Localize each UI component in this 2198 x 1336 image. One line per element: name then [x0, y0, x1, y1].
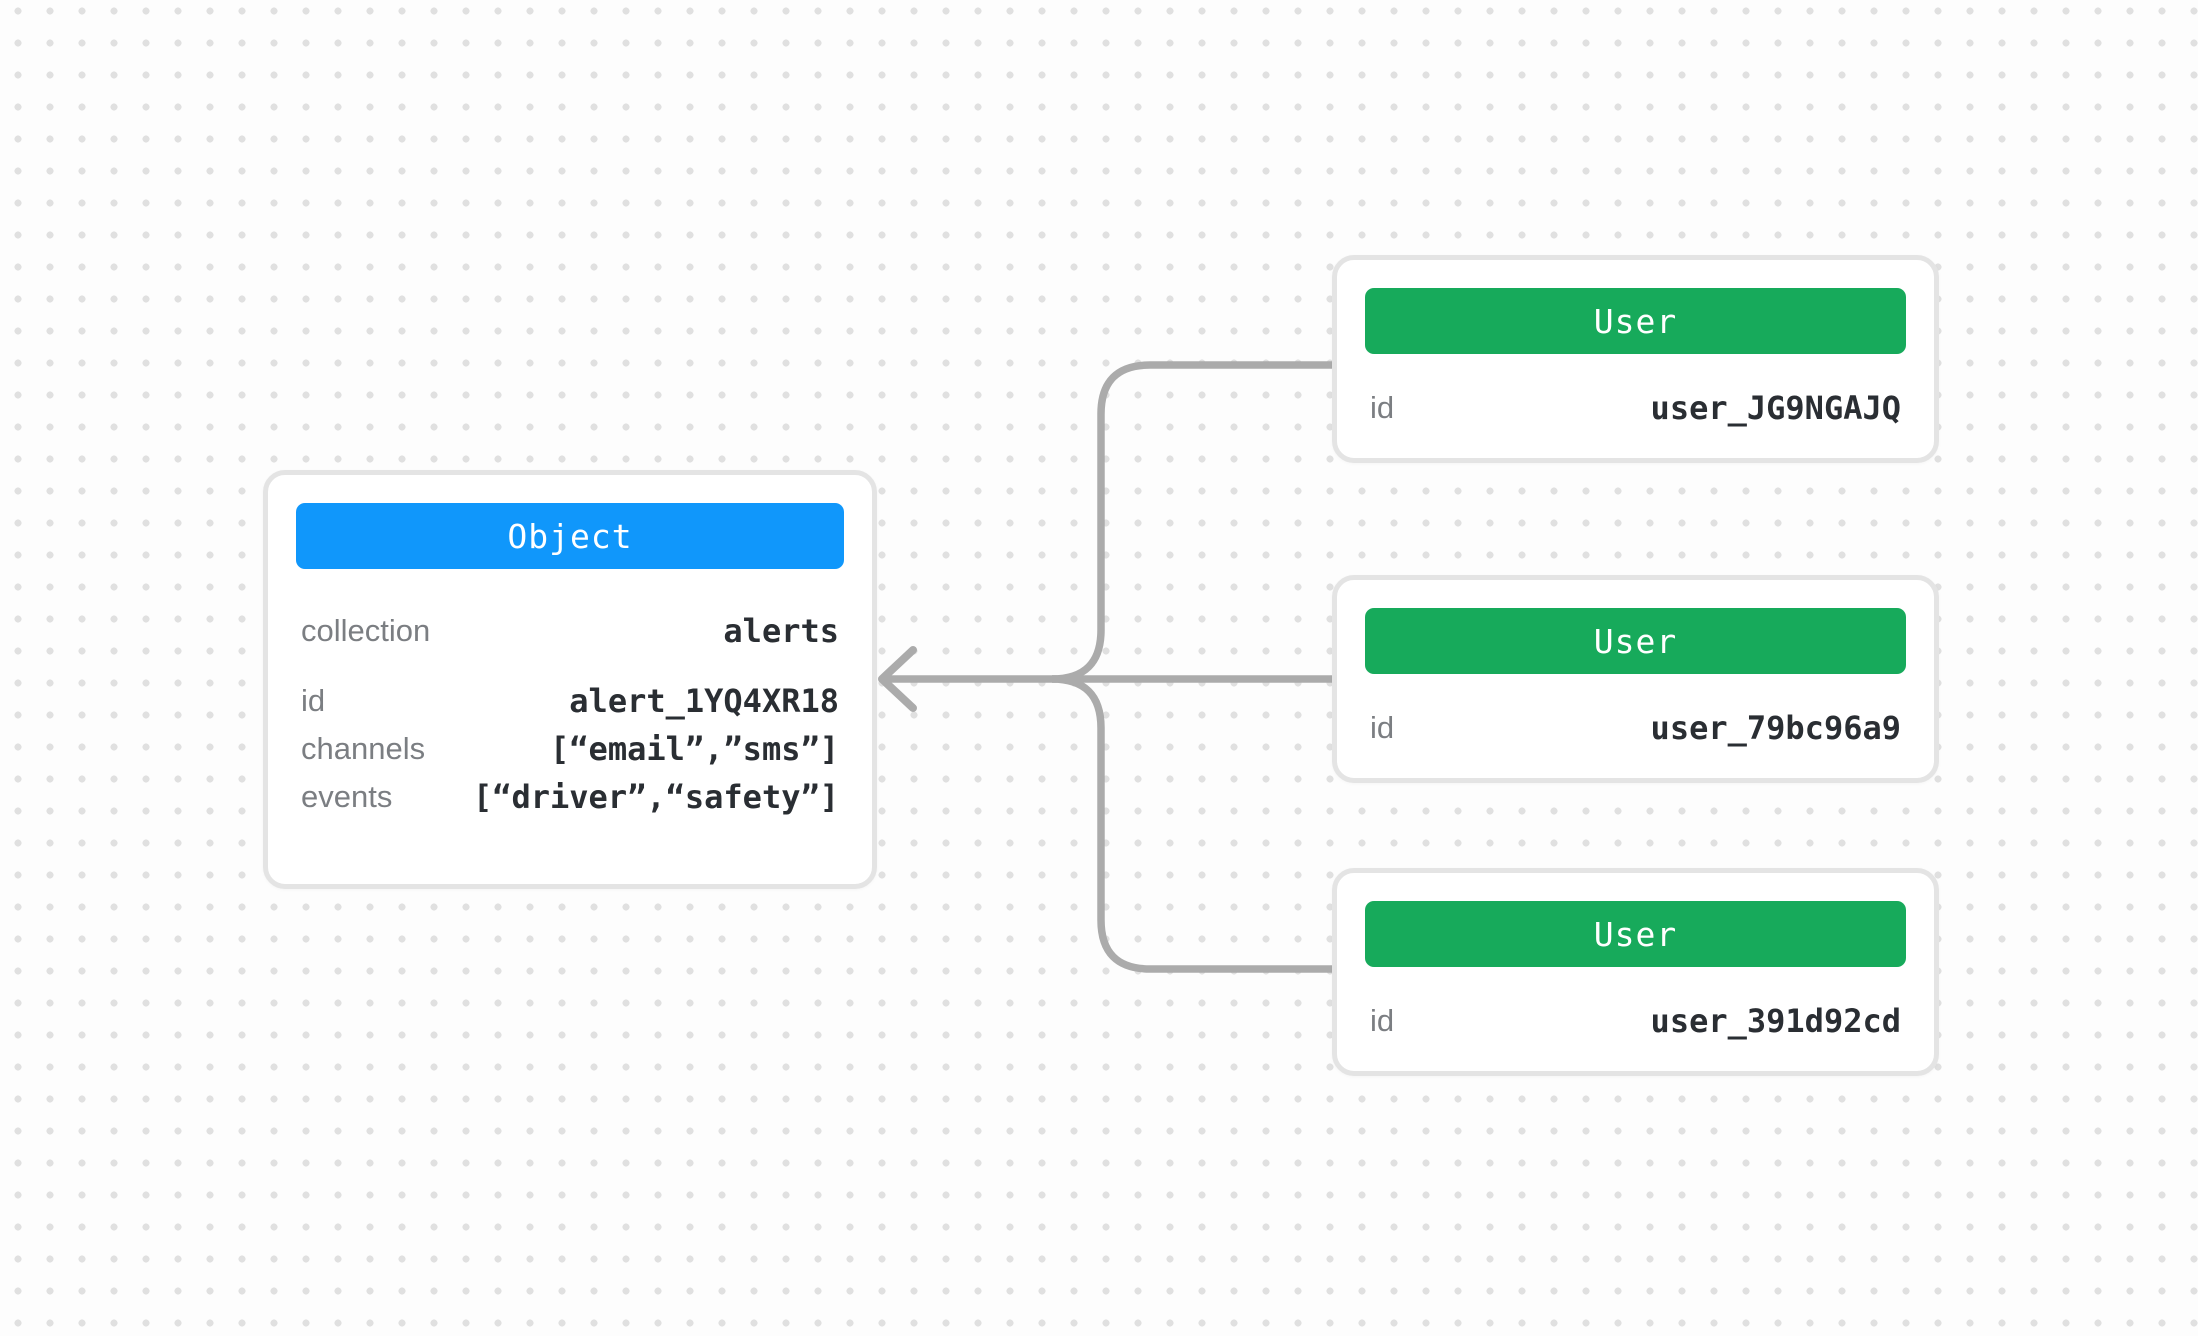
- user-card-fields: id user_JG9NGAJQ: [1370, 384, 1901, 432]
- field-value: user_391d92cd: [1650, 1002, 1901, 1040]
- user-card-2[interactable]: User id user_79bc96a9: [1332, 575, 1939, 783]
- user-card-fields: id user_79bc96a9: [1370, 704, 1901, 752]
- field-label: id: [301, 683, 326, 718]
- field-row-id: id user_391d92cd: [1370, 997, 1901, 1045]
- field-value: user_JG9NGAJQ: [1650, 389, 1901, 427]
- field-value: user_79bc96a9: [1650, 709, 1901, 747]
- user-card-1[interactable]: User id user_JG9NGAJQ: [1332, 255, 1939, 463]
- user-card-header: User: [1365, 608, 1906, 674]
- field-row-channels: channels [“email”,”sms”]: [301, 725, 839, 773]
- user-card-title: User: [1593, 301, 1678, 341]
- arrowhead-icon: [878, 646, 917, 712]
- field-row-id: id alert_1YQ4XR18: [301, 677, 839, 725]
- field-row-collection: collection alerts: [301, 607, 839, 655]
- user-card-title: User: [1593, 914, 1678, 954]
- user-card-title: User: [1593, 621, 1678, 661]
- object-card-fields: collection alerts id alert_1YQ4XR18 chan…: [301, 607, 839, 821]
- field-value: alert_1YQ4XR18: [569, 682, 839, 720]
- field-row-id: id user_79bc96a9: [1370, 704, 1901, 752]
- field-row-id: id user_JG9NGAJQ: [1370, 384, 1901, 432]
- field-label: id: [1370, 1003, 1395, 1038]
- object-card-title: Object: [507, 516, 633, 556]
- field-label: events: [301, 779, 393, 814]
- user-card-3[interactable]: User id user_391d92cd: [1332, 868, 1939, 1076]
- user-card-header: User: [1365, 901, 1906, 967]
- field-value: alerts: [723, 612, 839, 650]
- field-label: collection: [301, 613, 431, 648]
- user-card-fields: id user_391d92cd: [1370, 997, 1901, 1045]
- object-card[interactable]: Object collection alerts id alert_1YQ4XR…: [263, 470, 877, 889]
- field-value: [“email”,”sms”]: [550, 730, 839, 768]
- field-row-events: events [“driver”,“safety”]: [301, 773, 839, 821]
- connector-user-3: [1051, 675, 1332, 973]
- connector-user-1: [1051, 361, 1332, 683]
- field-value: [“driver”,“safety”]: [472, 778, 839, 816]
- user-card-header: User: [1365, 288, 1906, 354]
- field-label: id: [1370, 710, 1395, 745]
- object-card-header: Object: [296, 503, 844, 569]
- field-label: id: [1370, 390, 1395, 425]
- field-label: channels: [301, 731, 426, 766]
